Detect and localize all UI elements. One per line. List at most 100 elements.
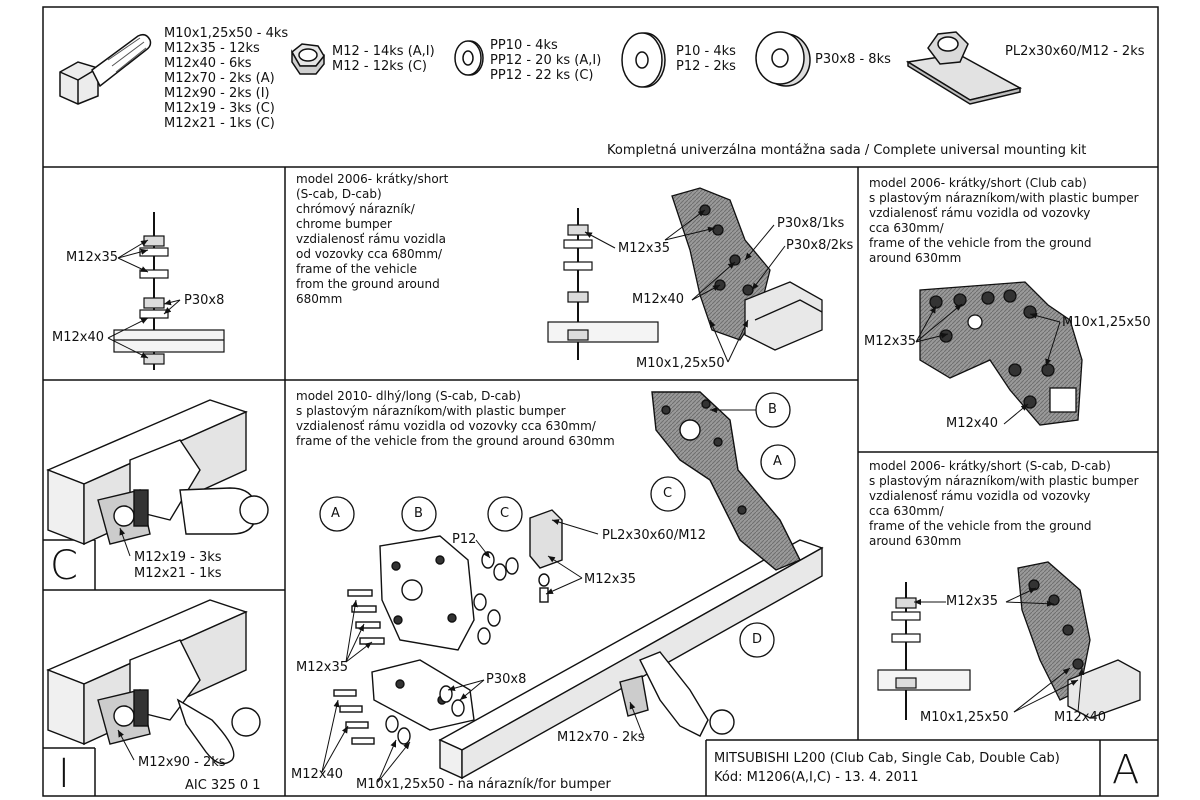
long-desc-line: frame of the vehicle from the ground aro… [296,434,615,448]
club-m12x40-label: M12x40 [946,416,998,431]
washer-pp-line: PP10 - 4ks [490,38,558,53]
club-m12x35-label: M12x35 [864,334,916,349]
hitch-c-drawing [46,399,269,546]
s-cab-desc-line: cca 630mm/ [869,504,944,518]
club-m10-label: M10x1,25x50 [1062,315,1151,330]
washer-p-line: P10 - 4ks [676,44,736,59]
long-desc-line: model 2010- dlhý/long (S-cab, D-cab) [296,389,521,403]
s-cab-desc-line: frame of the vehicle from the ground [869,519,1092,533]
spacer-icon [755,31,811,87]
chrome-desc-line: model 2006- krátky/short [296,172,449,186]
chrome-left-m12x35-label: M12x35 [66,250,118,265]
letter-a-left: A [331,506,340,521]
bolt-line: M12x21 - 1ks (C) [164,116,275,131]
letter-b-left: B [414,506,423,521]
chrome-desc-line: 680mm [296,292,343,306]
chrome-left-m12x40-label: M12x40 [52,330,104,345]
i-panel-m12x90-label: M12x90 - 2ks [138,755,226,770]
chrome-desc-line: chrome bumper [296,217,392,231]
i-panel-code: AIC 325 0 1 [185,778,261,793]
long-exploded-assembly [333,391,824,780]
panel-letter-i: I [58,751,70,797]
s-cab-m12x40-label: M12x40 [1054,710,1106,725]
chrome-right-m12x35-label: M12x35 [618,241,670,256]
letter-a-right: A [773,454,782,469]
long-p30x8-label: P30x8 [486,672,527,687]
s-cab-desc-line: around 630mm [869,534,962,548]
chrome-right-bolt-stack [547,208,659,360]
club-desc-line: around 630mm [869,251,962,265]
leader-lines [107,209,1085,783]
long-m12x35-c-label: M12x35 [584,572,636,587]
panel-letter-c: C [50,543,78,589]
s-cab-bracket [1017,561,1141,719]
s-cab-desc-line: model 2006- krátky/short (S-cab, D-cab) [869,459,1111,473]
chrome-right-p30x8-1-label: P30x8/1ks [777,216,845,231]
washer-pp-line: PP12 - 22 ks (C) [490,68,594,83]
bolt-icon [59,33,152,105]
long-desc-line: s plastovým nárazníkom/with plastic bump… [296,404,566,418]
chrome-desc-line: frame of the vehicle [296,262,418,276]
chrome-right-m12x40-label: M12x40 [632,292,684,307]
club-cab-bracket [919,281,1083,426]
chrome-desc-line: chrómový nárazník/ [296,202,415,216]
long-desc-line: vzdialenosť rámu vozidla od vozovky cca … [296,419,596,433]
chrome-bracket [671,187,823,351]
letter-c-right: C [663,486,673,501]
s-cab-desc-line: vzdialenosť rámu vozidla od vozovky [869,489,1091,503]
bolt-line: M10x1,25x50 - 4ks [164,26,289,41]
washer-pp-line: PP12 - 20 ks (A,I) [490,53,602,68]
club-desc-line: model 2006- krátky/short (Club cab) [869,176,1087,190]
title-block-letter: A [1112,747,1140,793]
long-m12x70-label: M12x70 - 2ks [557,730,645,745]
long-pl-label: PL2x30x60/M12 [602,528,706,543]
s-cab-description: model 2006- krátky/short (S-cab, D-cab) … [869,459,1139,549]
nut-list: M12 - 14ks (A,I) M12 - 12ks (C) [332,44,435,74]
letter-circles [319,392,796,658]
long-m12x35-left-label: M12x35 [296,660,348,675]
spacer-label: P30x8 - 8ks [815,52,891,67]
long-description: model 2010- dlhý/long (S-cab, D-cab) s p… [296,389,615,449]
washer-pp-list: PP10 - 4ks PP12 - 20 ks (A,I) PP12 - 22 … [490,38,601,83]
bolt-list: M10x1,25x50 - 4ks M12x35 - 12ks M12x40 -… [164,26,288,131]
chrome-right-m10-label: M10x1,25x50 [636,356,725,371]
c-panel-m12x21-label: M12x21 - 1ks [134,566,222,581]
s-cab-desc-line: s plastovým nárazníkom/with plastic bump… [869,474,1139,488]
chrome-desc-line: od vozovky cca 680mm/ [296,247,443,261]
washer-pp-icon [454,40,484,76]
chrome-desc-line: vzdialenosť rámu vozidla [296,232,446,246]
letter-c-left: C [500,506,510,521]
club-desc-line: cca 630mm/ [869,221,944,235]
hitch-i-drawing [46,599,261,765]
nut-line: M12 - 12ks (C) [332,59,427,74]
washer-p-icon [621,32,666,88]
frame-lines [42,6,1159,797]
washer-p-line: P12 - 2ks [676,59,736,74]
chrome-description: model 2006- krátky/short (S-cab, D-cab) … [296,172,448,307]
nut-line: M12 - 14ks (A,I) [332,44,435,59]
title-line-2: Kód: M1206(A,I,C) - 13. 4. 2011 [714,770,919,785]
chrome-desc-line: (S-cab, D-cab) [296,187,382,201]
plate-nut-icon [905,31,1023,105]
long-p12-label: P12 [452,532,477,547]
long-m12x40-label: M12x40 [291,767,343,782]
long-m10-label: M10x1,25x50 - na nárazník/for bumper [356,777,611,792]
c-panel-m12x19-label: M12x19 - 3ks [134,550,222,565]
club-desc-line: s plastovým nárazníkom/with plastic bump… [869,191,1139,205]
nut-icon [291,43,325,75]
chrome-right-p30x8-2-label: P30x8/2ks [786,238,854,253]
letter-b-right: B [768,402,777,417]
bolt-line: M12x70 - 2ks (A) [164,71,275,86]
chrome-left-bolt-stack [113,212,225,370]
washer-p-list: P10 - 4ks P12 - 2ks [676,44,736,74]
plate-label: PL2x30x60/M12 - 2ks [1005,44,1145,59]
chrome-desc-line: from the ground around [296,277,440,291]
bolt-line: M12x19 - 3ks (C) [164,101,275,116]
club-desc-line: vzdialenosť rámu vozidla od vozovky [869,206,1091,220]
kit-caption: Kompletná univerzálna montážna sada / Co… [607,143,1087,158]
s-cab-bolt-stack [877,582,971,720]
club-desc-line: frame of the vehicle from the ground [869,236,1092,250]
s-cab-m12x35-label: M12x35 [946,594,998,609]
bolt-line: M12x35 - 12ks [164,41,260,56]
